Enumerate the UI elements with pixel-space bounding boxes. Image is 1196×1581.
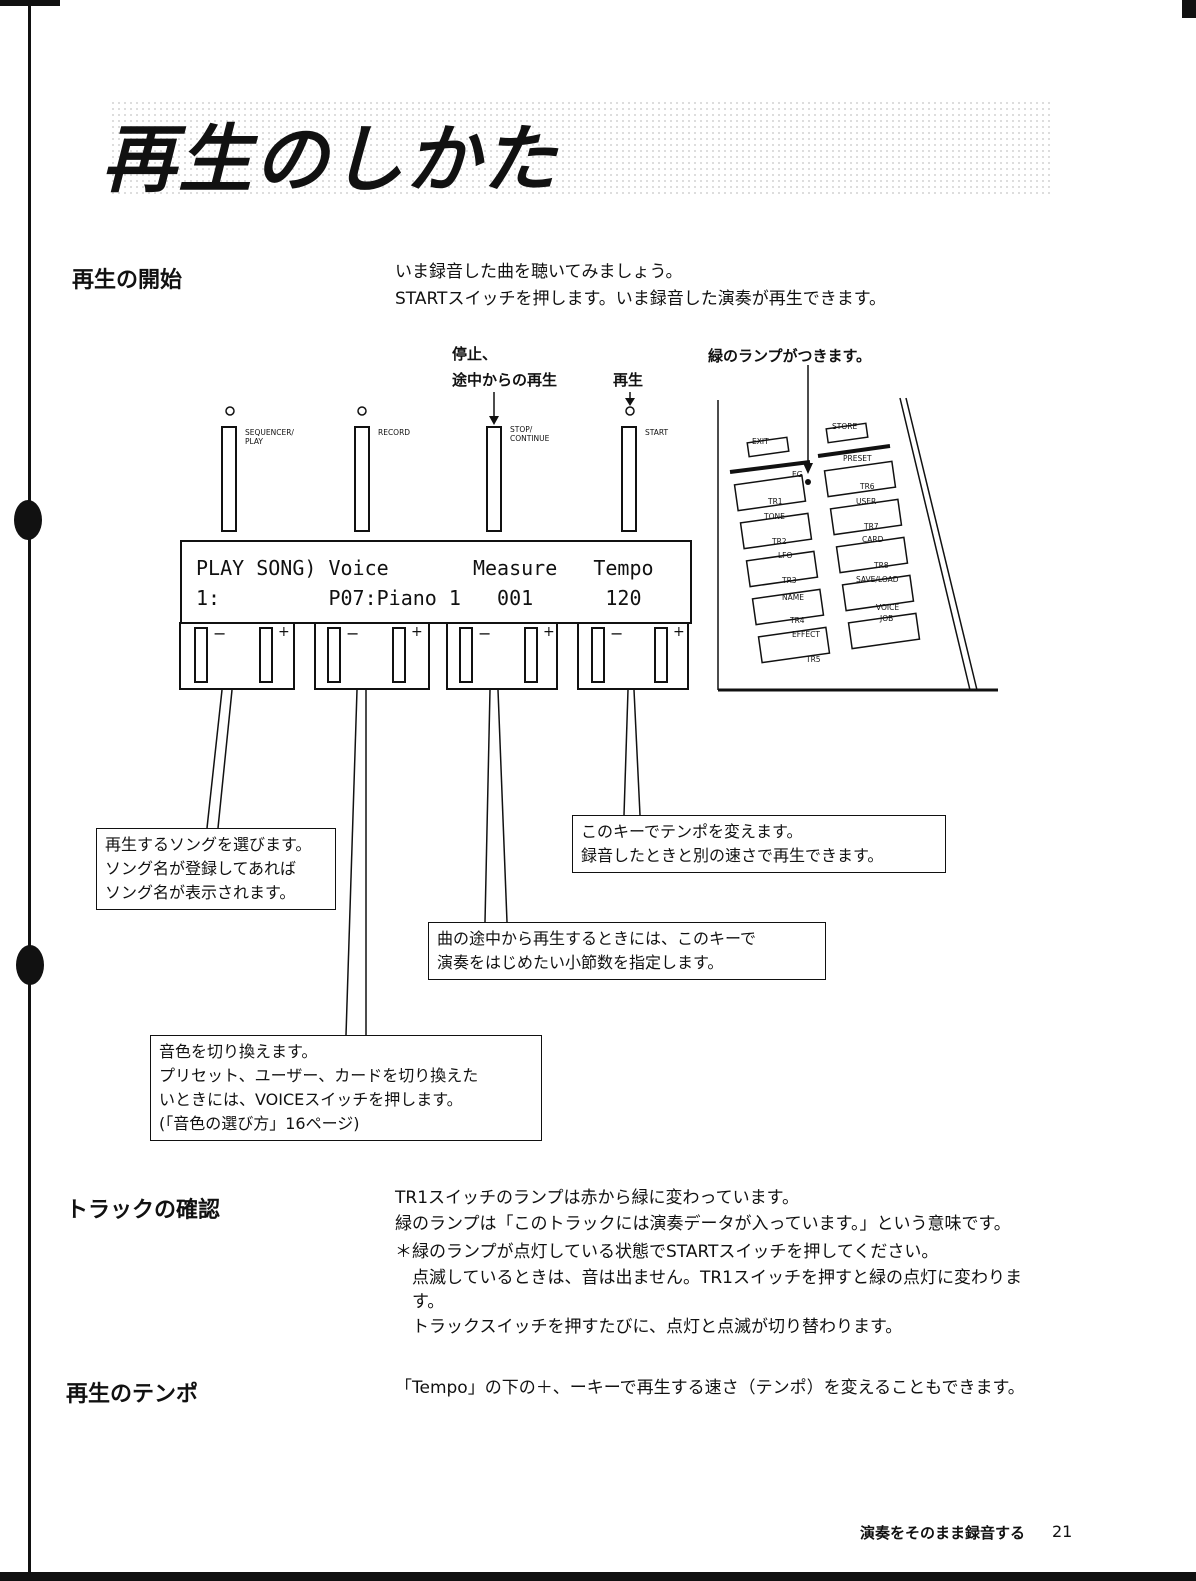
panel-label-store: STORE [832, 422, 858, 431]
callout-voice: 音色を切り換えます。 プリセット、ユーザー、カードを切り換えた いときには、VO… [150, 1035, 542, 1141]
section-heading-tempo: 再生のテンポ [66, 1382, 199, 1407]
track-text-line-6: トラックスイッチを押すたびに、点灯と点滅が切り替わります。 [395, 1317, 903, 1337]
callout-tempo: このキーでテンポを変えます。 録音したときと別の速さで再生できます。 [572, 815, 946, 873]
panel-label-effect: EFFECT [792, 630, 820, 639]
panel-label-lfo: LFO [778, 551, 793, 560]
page-number: 21 [1052, 1522, 1073, 1541]
tempo-minus-key[interactable] [591, 627, 605, 683]
voice-minus-mark: − [346, 624, 360, 643]
callout-song-line-2: ソング名が登録してあれば [105, 859, 297, 878]
title-texture [110, 100, 1050, 198]
panel-label-user: USER [856, 497, 877, 506]
lcd-row-1: PLAY SONG) Voice Measure Tempo [196, 556, 654, 580]
annotation-continue: 途中からの再生 [452, 371, 558, 389]
panel-label-job: JOB [880, 614, 894, 623]
panel-label-tr3: TR3 [782, 576, 797, 585]
scan-edge-corner [1182, 0, 1196, 18]
panel-label-preset: PRESET [843, 454, 872, 463]
tempo-plus-key[interactable] [654, 627, 668, 683]
callout-measure-line-1: 曲の途中から再生するときには、このキーで [437, 929, 757, 948]
track-text-line-1: TR1スイッチのランプは赤から緑に変わっています。 [395, 1188, 799, 1208]
song-plus-mark: + [278, 624, 290, 640]
panel-label-eg: EG [792, 470, 803, 479]
start-text-line-2: STARTスイッチを押します。いま録音した演奏が再生できます。 [395, 289, 887, 309]
callout-tempo-line-1: このキーでテンポを変えます。 [581, 822, 803, 841]
track-text-line-3: ＊緑のランプが点灯している状態でSTARTスイッチを押してください。 [395, 1242, 939, 1262]
start-switch[interactable] [621, 426, 637, 532]
voice-plus-mark: + [411, 624, 423, 640]
voice-minus-key[interactable] [327, 627, 341, 683]
annotation-stop: 停止、 [452, 345, 498, 363]
panel-label-exit: EXIT [752, 437, 769, 446]
measure-minus-key[interactable] [459, 627, 473, 683]
lamp-record [357, 406, 367, 416]
panel-label-tr8: TR8 [874, 561, 889, 570]
tempo-minus-mark: − [610, 624, 624, 643]
callout-voice-line-2: プリセット、ユーザー、カードを切り換えた [159, 1066, 479, 1085]
lcd-display: PLAY SONG) Voice Measure Tempo 1: P07:Pi… [180, 540, 692, 624]
callout-voice-line-4: (「音色の選び方」16ページ) [159, 1114, 360, 1133]
binder-hole-bottom [16, 945, 44, 985]
tempo-plus-mark: + [673, 624, 685, 640]
panel-label-tr5: TR5 [806, 655, 821, 664]
panel-label-card: CARD [862, 535, 884, 544]
record-switch[interactable] [354, 426, 370, 532]
lamp-sequencer [225, 406, 235, 416]
song-plus-key[interactable] [259, 627, 273, 683]
panel-label-tr4: TR4 [790, 616, 805, 625]
panel-label-tr7: TR7 [864, 522, 879, 531]
lcd-row-2: 1: P07:Piano 1 001 120 [196, 586, 642, 610]
callout-song: 再生するソングを選びます。 ソング名が登録してあれば ソング名が表示されます。 [96, 828, 336, 910]
panel-label-tr6: TR6 [860, 482, 875, 491]
scan-edge-bottom [0, 1572, 1196, 1581]
section-heading-start: 再生の開始 [72, 268, 183, 293]
panel-label-tone: TONE [764, 512, 785, 521]
panel-label-tr1: TR1 [768, 497, 783, 506]
callout-song-line-1: 再生するソングを選びます。 [105, 835, 312, 854]
measure-minus-mark: − [478, 624, 492, 643]
callout-tempo-line-2: 録音したときと別の速さで再生できます。 [581, 846, 884, 865]
measure-plus-mark: + [543, 624, 555, 640]
track-text-line-2: 緑のランプは「このトラックには演奏データが入っています。」という意味です。 [395, 1214, 1011, 1234]
callout-measure-line-2: 演奏をはじめたい小節数を指定します。 [437, 953, 724, 972]
callout-measure: 曲の途中から再生するときには、このキーで 演奏をはじめたい小節数を指定します。 [428, 922, 826, 980]
sequencer-play-switch[interactable] [221, 426, 237, 532]
tr1-green-lamp [805, 479, 811, 485]
song-minus-mark: − [213, 624, 227, 643]
label-record: RECORD [378, 428, 411, 437]
label-stop-continue: STOP/ CONTINUE [510, 425, 550, 443]
panel-label-tr2: TR2 [772, 537, 787, 546]
annotation-play: 再生 [613, 371, 644, 389]
callout-song-line-3: ソング名が表示されます。 [105, 883, 296, 902]
stop-continue-switch[interactable] [486, 426, 502, 532]
voice-plus-key[interactable] [392, 627, 406, 683]
tempo-text: 「Tempo」の下の＋、ーキーで再生する速さ（テンポ）を変えることもできます。 [395, 1378, 1025, 1398]
title-block: 再生のしかた [70, 100, 1050, 203]
annotation-green-lamp: 緑のランプがつきます。 [708, 347, 872, 365]
track-text-line-4: 点滅しているときは、音は出ません。TR1スイッチを押すと緑の点灯に変わりま [395, 1268, 1022, 1288]
song-minus-key[interactable] [194, 627, 208, 683]
section-heading-track: トラックの確認 [66, 1198, 221, 1223]
scan-edge-top [0, 0, 60, 6]
start-text-line-1: いま録音した曲を聴いてみましょう。 [395, 262, 683, 282]
callout-voice-line-1: 音色を切り換えます。 [159, 1042, 318, 1061]
label-start: START [645, 428, 669, 437]
measure-plus-key[interactable] [524, 627, 538, 683]
page-title: 再生のしかた [102, 117, 558, 203]
panel-label-name: NAME [782, 593, 804, 602]
panel-label-voice: VOICE [876, 603, 900, 612]
scan-edge-left [28, 0, 31, 1581]
lamp-start [625, 406, 635, 416]
track-text-line-5: す。 [395, 1292, 445, 1312]
callout-voice-line-3: いときには、VOICEスイッチを押します。 [159, 1090, 463, 1109]
panel-label-save-load: SAVE/LOAD [856, 575, 899, 584]
panel-detail [717, 397, 998, 692]
binder-hole-top [14, 500, 42, 540]
footer-chapter: 演奏をそのまま録音する [860, 1524, 1026, 1542]
label-sequencer-play: SEQUENCER/ PLAY [245, 428, 294, 446]
